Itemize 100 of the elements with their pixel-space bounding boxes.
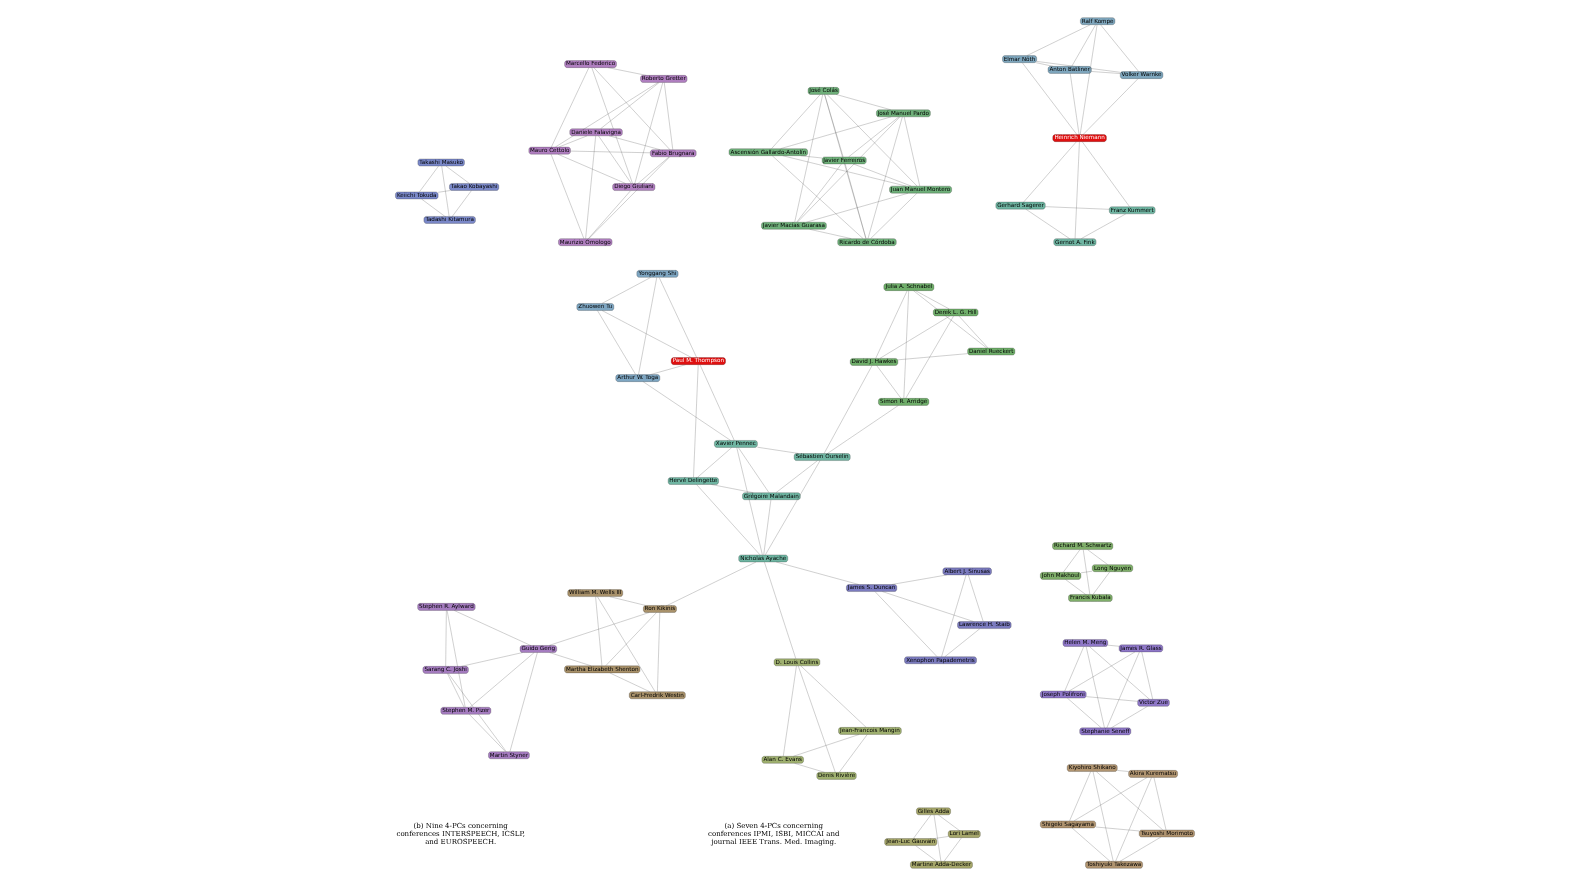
connector: [736, 447, 763, 556]
connector: [1080, 571, 1093, 573]
connector: [1045, 206, 1110, 210]
connector: [711, 484, 754, 493]
connector: [1115, 777, 1152, 862]
connector: [1086, 696, 1138, 702]
connector: [509, 652, 538, 752]
connector: [1071, 24, 1096, 67]
connector: [1083, 549, 1090, 595]
connector: [867, 116, 903, 239]
connector: [1082, 141, 1130, 207]
connector: [1073, 777, 1148, 821]
connector: [601, 310, 692, 358]
connector: [1106, 651, 1140, 728]
connector: [1095, 826, 1140, 832]
connector: [882, 591, 974, 622]
connector: [605, 612, 657, 666]
connector: [793, 734, 860, 757]
connector: [454, 610, 531, 646]
connector: [650, 364, 686, 375]
connector: [438, 190, 451, 193]
connector: [848, 116, 900, 157]
connector: [1091, 71, 1121, 74]
connector: [609, 672, 650, 692]
connector: [634, 82, 663, 184]
connector: [557, 154, 626, 184]
connector: [447, 673, 465, 708]
connector: [598, 135, 632, 184]
connector: [897, 353, 968, 360]
connector: [1082, 78, 1139, 135]
connector: [461, 652, 523, 667]
connector: [1069, 771, 1091, 822]
connector: [933, 814, 942, 862]
connector: [1022, 62, 1077, 135]
connector: [1080, 24, 1098, 135]
connector: [637, 156, 670, 184]
connector: [1070, 73, 1080, 135]
connector: [775, 460, 818, 493]
connector: [891, 574, 947, 585]
connector: [798, 665, 836, 773]
connector: [824, 365, 873, 454]
connector: [824, 94, 844, 157]
connector: [664, 82, 673, 150]
connector: [1117, 770, 1129, 772]
connector: [1141, 651, 1153, 700]
connector: [446, 610, 466, 708]
connector: [776, 561, 859, 585]
connector: [797, 116, 900, 223]
connector: [667, 561, 757, 606]
connector: [809, 229, 852, 239]
connector: [601, 277, 651, 304]
connector: [595, 596, 603, 666]
connector: [1089, 646, 1150, 700]
connector: [1026, 24, 1091, 56]
connector: [1036, 62, 1054, 67]
connector: [941, 574, 967, 657]
connector: [845, 163, 867, 239]
connector: [905, 315, 954, 399]
connector: [826, 94, 918, 187]
connector: [1087, 549, 1108, 565]
connector: [765, 460, 821, 555]
connector: [934, 836, 949, 839]
connector: [944, 628, 980, 657]
connector: [657, 612, 660, 692]
connector: [780, 116, 892, 149]
connector: [555, 82, 659, 148]
connector: [1071, 827, 1111, 862]
connector: [915, 845, 937, 862]
connector: [1092, 771, 1114, 862]
connector: [591, 67, 633, 184]
connector: [870, 193, 918, 239]
connector: [876, 365, 902, 399]
connector: [1092, 571, 1111, 595]
connector: [445, 610, 447, 667]
connector: [600, 82, 660, 129]
connector: [853, 163, 912, 187]
connector: [693, 364, 699, 478]
connector: [903, 290, 909, 399]
connector: [738, 447, 770, 493]
connector: [558, 135, 588, 148]
connector: [836, 94, 891, 110]
connector: [699, 364, 735, 441]
connector: [643, 381, 731, 441]
connector: [609, 596, 646, 606]
connector: [1100, 24, 1139, 72]
connector: [638, 277, 657, 375]
connector: [915, 290, 950, 309]
connector: [469, 652, 535, 708]
connector: [421, 198, 446, 217]
connector: [585, 135, 596, 239]
connector: [1065, 579, 1086, 595]
connector: [757, 447, 799, 454]
connector: [593, 67, 671, 150]
connector: [452, 190, 472, 217]
connector: [1025, 209, 1070, 239]
connector: [588, 156, 670, 239]
connector: [696, 484, 761, 556]
connector: [875, 290, 908, 359]
connector: [938, 814, 960, 831]
connector: [806, 193, 909, 223]
